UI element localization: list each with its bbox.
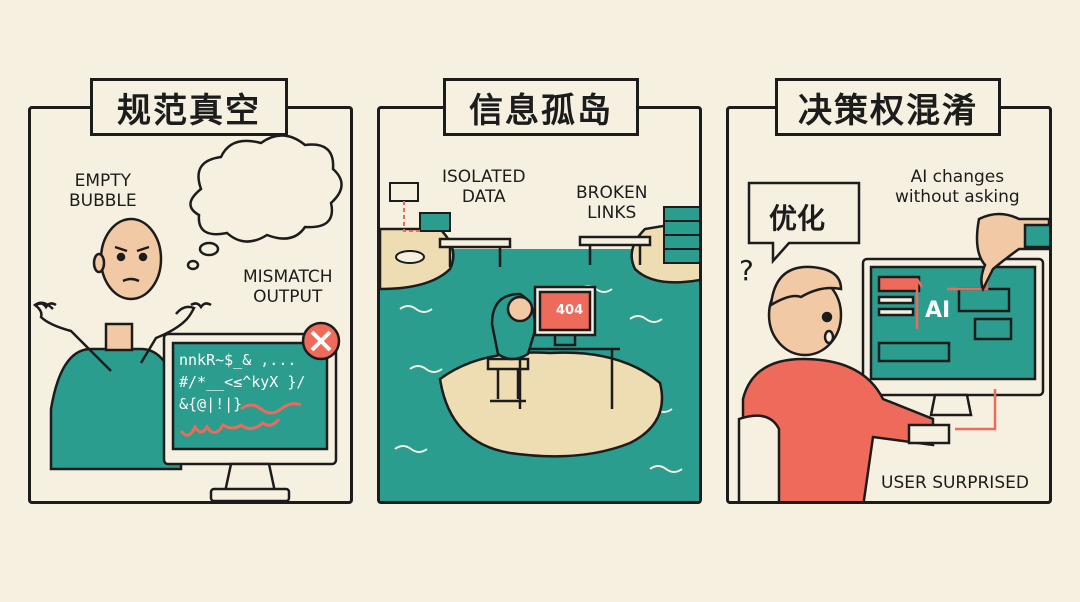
error-404-label: 404 <box>556 303 584 318</box>
server-rack <box>663 206 699 264</box>
empty-thought-bubble <box>186 134 343 271</box>
panel-spec-vacuum-illustration <box>32 134 343 501</box>
chair <box>737 414 781 501</box>
island <box>438 351 664 458</box>
panel-info-silo: ISOLATED DATA BROKEN LINKS 404 <box>377 106 702 504</box>
speech-bubble <box>747 181 861 265</box>
monitor <box>162 332 338 501</box>
garbled-code-line-1: nnkR~$_& ,... <box>179 351 297 369</box>
isolated-data-label: ISOLATED DATA <box>442 167 526 207</box>
panel-info-silo-illustration <box>380 182 699 501</box>
ai-screen-label: AI <box>925 298 951 323</box>
panel-3-title: 决策权混淆 <box>775 78 1001 136</box>
mismatch-output-label: MISMATCH OUTPUT <box>243 267 333 307</box>
garbled-code-line-2: #/*__<≤^kyX }/ <box>179 373 306 391</box>
panel-spec-vacuum: EMPTY BUBBLE MISMATCH OUTPUT nnkR~$_& ,.… <box>28 106 353 504</box>
ai-changes-label: AI changes without asking <box>895 167 1020 207</box>
panel-2-title: 信息孤岛 <box>443 78 639 136</box>
monitor <box>861 257 1045 417</box>
garbled-code-line-3: &{@|!|} <box>179 395 243 413</box>
error-x-icon <box>301 321 341 361</box>
panel-1-title: 规范真空 <box>90 78 288 136</box>
bubble-optimize-text: 优化 <box>769 202 826 235</box>
isolated-worker <box>486 285 620 409</box>
user-surprised-label: USER SURPRISED <box>881 473 1029 493</box>
question-mark: ? <box>739 254 754 287</box>
panel-decision-confusion: 优化 AI changes without asking AI ? USER S… <box>726 106 1052 504</box>
empty-bubble-label: EMPTY BUBBLE <box>69 171 137 211</box>
error-scribbles <box>179 402 302 437</box>
broken-links-label: BROKEN LINKS <box>576 183 648 223</box>
confused-person <box>32 217 212 471</box>
surprised-user <box>741 265 951 501</box>
isolated-data-icons <box>389 182 451 264</box>
water-waves <box>394 285 683 473</box>
panel-decision-confusion-illustration <box>737 181 1049 501</box>
broken-bridges <box>438 235 652 267</box>
